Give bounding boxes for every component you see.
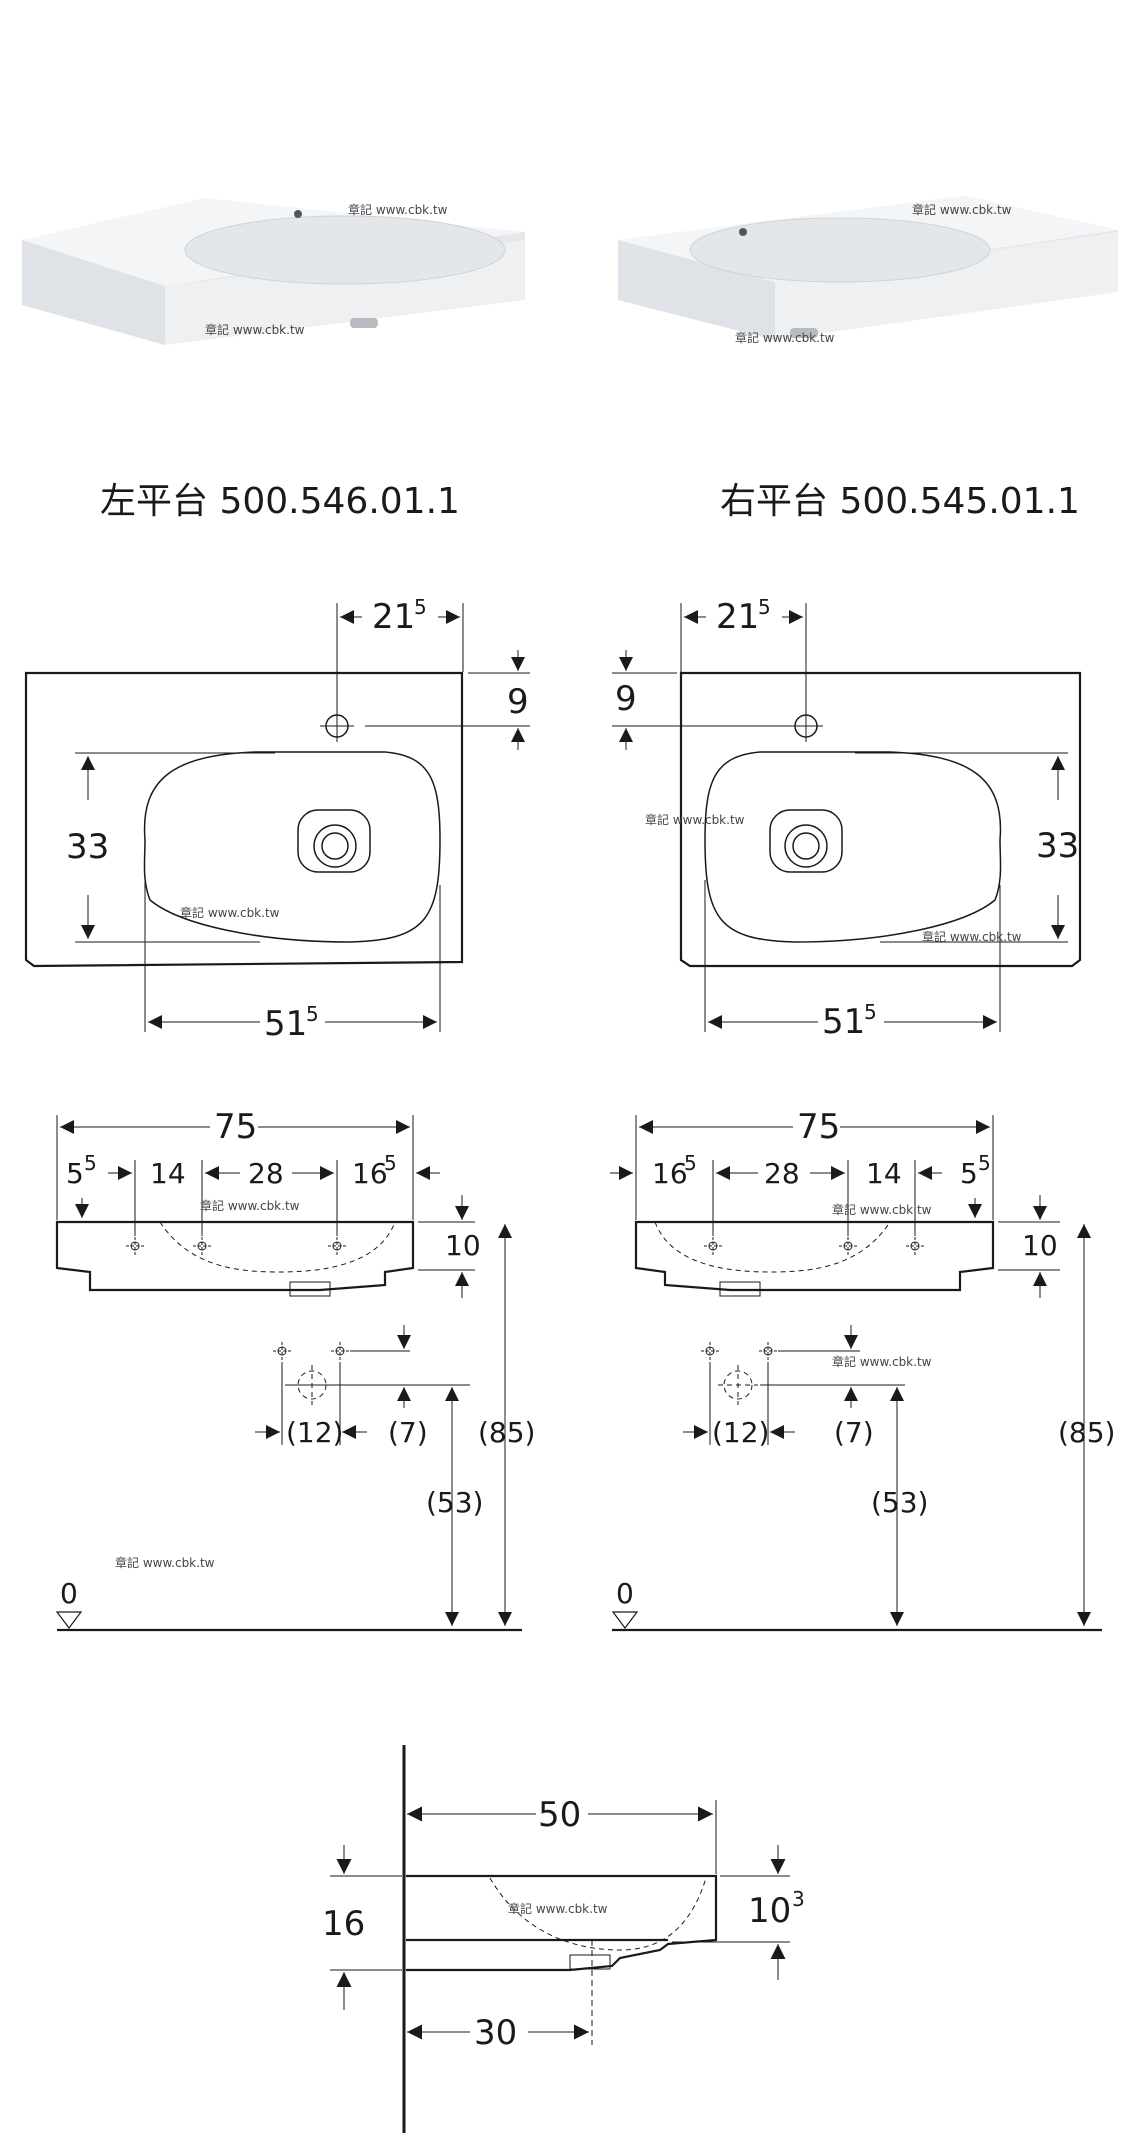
- left-basin-photo: [22, 198, 525, 345]
- left-edge-dim: 5: [66, 1157, 84, 1190]
- side-view: 50 16 10 3 30 章記 www.cbk.tw: [322, 1745, 805, 2133]
- watermark: 章記 www.cbk.tw: [735, 330, 835, 345]
- floor-level-dim: 0: [60, 1577, 78, 1610]
- right-edge-sup: 5: [978, 1151, 991, 1175]
- overall-width-dim: 75: [214, 1107, 257, 1147]
- faucet-offset-dim: 21: [372, 597, 415, 637]
- bowl-depth-dim: 33: [66, 827, 109, 867]
- floor-level-dim: 0: [616, 1577, 634, 1610]
- faucet-offset-dim: 21: [716, 597, 759, 637]
- left-edge-dim: 16: [652, 1157, 688, 1190]
- right-model-caption: 右平台 500.545.01.1: [720, 481, 1080, 522]
- left-model-caption: 左平台 500.546.01.1: [100, 481, 460, 522]
- faucet-offset-sup: 5: [414, 595, 427, 619]
- fixing-spacing-dim: (12): [712, 1416, 769, 1449]
- hole-spacing-a-dim: 14: [866, 1157, 902, 1190]
- watermark: 章記 www.cbk.tw: [832, 1354, 932, 1369]
- bowl-width-dim: 51: [264, 1004, 307, 1044]
- left-front-view: 75 5 5 14 28 16 5 10 (85) (7): [55, 1107, 535, 1632]
- watermark: 章記 www.cbk.tw: [348, 202, 448, 217]
- hole-spacing-b-dim: 28: [764, 1157, 800, 1190]
- bowl-depth-dim: 33: [1036, 826, 1079, 866]
- watermark: 章記 www.cbk.tw: [922, 929, 1022, 944]
- rim-from-floor-dim: (85): [478, 1416, 535, 1449]
- right-front-view: 75 16 5 28 14 5 5 10 (85) (7): [610, 1107, 1115, 1632]
- front-view-drawings: 75 5 5 14 28 16 5 10 (85) (7): [55, 1107, 1115, 1632]
- hole-spacing-b-dim: 28: [248, 1157, 284, 1190]
- right-edge-sup: 5: [384, 1151, 397, 1175]
- waste-from-wall-dim: 30: [474, 2013, 517, 2053]
- watermark: 章記 www.cbk.tw: [645, 812, 745, 827]
- fixing-spacing-dim: (12): [286, 1416, 343, 1449]
- right-edge-dim: 16: [352, 1157, 388, 1190]
- right-edge-dim: 5: [960, 1157, 978, 1190]
- watermark: 章記 www.cbk.tw: [205, 322, 305, 337]
- overall-width-dim: 75: [797, 1107, 840, 1147]
- total-height-dim: 16: [322, 1904, 365, 1944]
- rim-height-dim: 10: [1022, 1229, 1058, 1262]
- faucet-offset-sup: 5: [758, 595, 771, 619]
- watermark: 章記 www.cbk.tw: [912, 202, 1012, 217]
- faucet-from-back-dim: 9: [507, 682, 529, 722]
- watermark: 章記 www.cbk.tw: [200, 1198, 300, 1213]
- left-edge-sup: 5: [684, 1151, 697, 1175]
- waste-height-dim: (53): [426, 1486, 483, 1519]
- left-top-view: 21 5 9 33 51 5 章記 www.cbk.tw: [24, 595, 530, 1044]
- bowl-width-dim: 51: [822, 1002, 865, 1042]
- watermark: 章記 www.cbk.tw: [832, 1202, 932, 1217]
- watermark: 章記 www.cbk.tw: [115, 1555, 215, 1570]
- fixing-drop-dim: (7): [388, 1416, 428, 1449]
- waste-height-dim: (53): [871, 1486, 928, 1519]
- left-edge-sup: 5: [84, 1151, 97, 1175]
- watermark: 章記 www.cbk.tw: [180, 905, 280, 920]
- product-photos: 章記 www.cbk.tw 章記 www.cbk.tw 章記 www.cbk.t…: [22, 196, 1118, 345]
- watermark: 章記 www.cbk.tw: [508, 1901, 608, 1916]
- hole-spacing-a-dim: 14: [150, 1157, 186, 1190]
- side-view-drawing: 50 16 10 3 30 章記 www.cbk.tw: [322, 1745, 805, 2133]
- rim-from-floor-dim: (85): [1058, 1416, 1115, 1449]
- fixing-drop-dim: (7): [834, 1416, 874, 1449]
- bowl-width-sup: 5: [864, 1000, 877, 1024]
- rim-thickness-sup: 3: [792, 1887, 805, 1911]
- top-view-drawings: 21 5 9 33 51 5 章記 www.cbk.tw: [24, 595, 1082, 1044]
- faucet-from-back-dim: 9: [615, 679, 637, 719]
- overall-depth-dim: 50: [538, 1795, 581, 1835]
- right-basin-photo: [618, 196, 1118, 340]
- right-top-view: 21 5 9 33 51 5 章記 www.cbk.tw 章記 www.cbk.…: [612, 595, 1082, 1042]
- bowl-width-sup: 5: [306, 1002, 319, 1026]
- rim-height-dim: 10: [445, 1229, 481, 1262]
- rim-thickness-dim: 10: [748, 1891, 791, 1931]
